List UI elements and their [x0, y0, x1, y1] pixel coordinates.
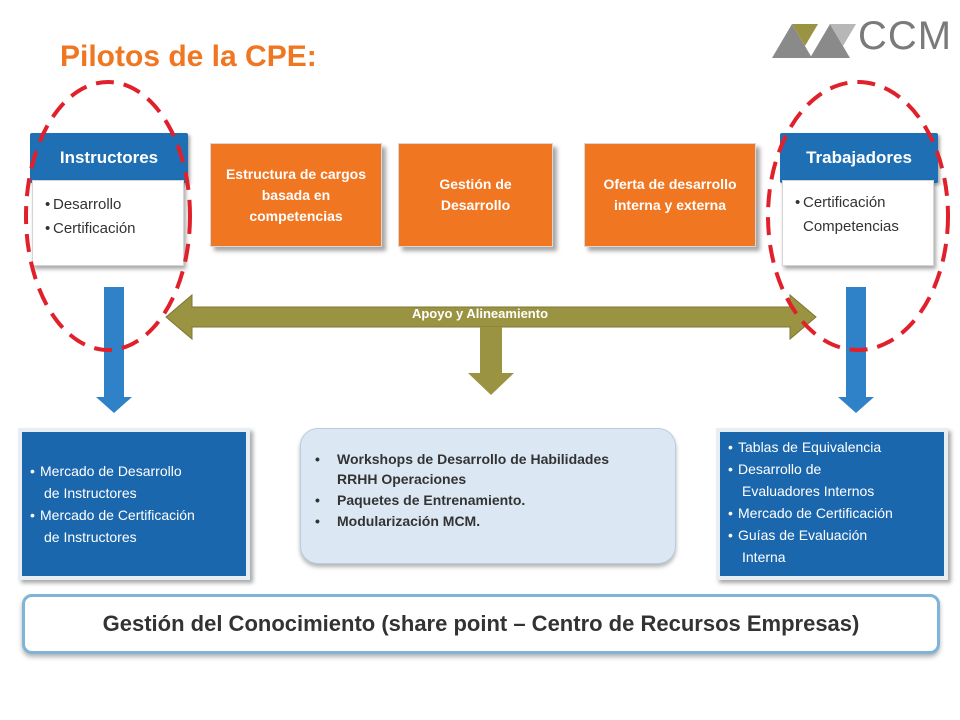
list-item: Tablas de Equivalencia	[728, 436, 938, 458]
list-item-line: Desarrollo de	[738, 461, 822, 477]
logo-triangles-icon	[772, 24, 856, 58]
list-item-line: Mercado de Desarrollo	[40, 463, 182, 479]
left-info-box: Mercado de Desarrollo de Instructores Mer…	[18, 428, 250, 580]
list-item-line: Evaluadores Internos	[742, 483, 875, 499]
list-item: Paquetes de Entrenamiento.	[315, 490, 665, 510]
list-item-line: de Instructores	[44, 529, 137, 545]
list-item-line: Workshops de Desarrollo de Habilidades	[337, 451, 610, 467]
instructores-header: Instructores	[30, 133, 188, 183]
down-arrow-icon	[96, 287, 132, 413]
right-info-box: Tablas de Equivalencia Desarrollo de Eval…	[716, 428, 948, 580]
ccm-logo: CCM	[770, 10, 953, 62]
list-item-line: Tablas de Equivalencia	[738, 439, 882, 455]
list-item-line: Interna	[742, 549, 786, 565]
arrow-label: Apoyo y Alineamiento	[411, 306, 549, 321]
list-item-line: de Instructores	[44, 485, 137, 501]
list-item: Mercado de Certificación de Instructores	[30, 504, 240, 548]
instructores-body: Desarrollo Certificación	[32, 180, 184, 266]
trabajadores-item-line: Certificación	[803, 194, 886, 211]
oferta-desarrollo-box: Oferta de desarrollo interna y externa	[584, 143, 756, 247]
gestion-desarrollo-box: Gestión de Desarrollo	[398, 143, 553, 247]
list-item-line: RRHH Operaciones	[337, 471, 467, 487]
down-arrow-icon	[838, 287, 874, 413]
estructura-cargos-box: Estructura de cargos basada en competenc…	[210, 143, 382, 247]
list-item: Modularización MCM.	[315, 511, 665, 531]
instructores-item: Certificación	[45, 217, 183, 241]
list-item-line: Guías de Evaluación	[738, 527, 868, 543]
list-item-line: Mercado de Certificación	[40, 507, 195, 523]
list-item: Mercado de Certificación	[728, 502, 938, 524]
logo-text: CCM	[858, 14, 953, 58]
list-item: Mercado de Desarrollo de Instructores	[30, 460, 240, 504]
knowledge-management-label: Gestión del Conocimiento (share point – …	[102, 611, 860, 636]
list-item: Desarrollo de Evaluadores Internos	[728, 458, 938, 502]
list-item-line: Mercado de Certificación	[738, 505, 893, 521]
olive-down-arrow-icon	[468, 327, 514, 395]
page-title: Pilotos de la CPE:	[60, 40, 317, 73]
trabajadores-header: Trabajadores	[780, 133, 938, 183]
list-item: Workshops de Desarrollo de HabilidadesRR…	[315, 449, 665, 489]
instructores-item: Desarrollo	[45, 193, 183, 217]
knowledge-management-bar: Gestión del Conocimiento (share point – …	[22, 594, 940, 654]
trabajadores-item-line: Competencias	[803, 218, 899, 235]
center-info-box: Workshops de Desarrollo de HabilidadesRR…	[300, 428, 676, 564]
list-item-line: Modularización MCM.	[337, 513, 481, 529]
list-item-line: Paquetes de Entrenamiento.	[337, 492, 526, 508]
